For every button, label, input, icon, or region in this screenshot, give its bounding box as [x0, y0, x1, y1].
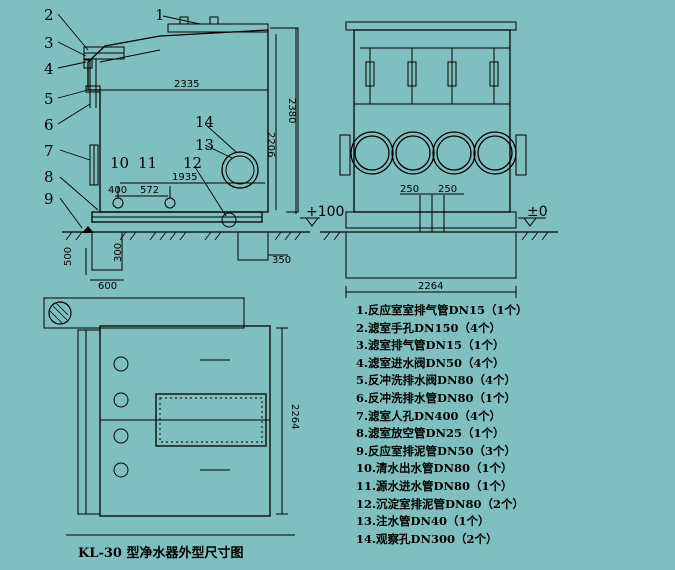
legend-list: 1.反应室室排气管DN15（1个） 2.滤室手孔DN150（4个） 3.滤室排气…: [356, 302, 528, 548]
dim-2335: 2335: [174, 79, 199, 90]
legend-item: 12.沉淀室排泥管DN80（2个）: [356, 496, 524, 511]
legend-item: 2.滤室手孔DN150（4个）: [356, 320, 501, 335]
legend-item: 8.滤室放空管DN25（1个）: [356, 426, 505, 441]
legend-item: 3.滤室排气管DN15（1个）: [356, 338, 505, 353]
callout-9: 9: [44, 190, 54, 208]
callout-7: 7: [44, 142, 54, 160]
side-elevation: [320, 21, 558, 298]
legend-item: 1.反应室室排气管DN15（1个）: [356, 303, 528, 317]
drawing-caption: KL-30 型净水器外型尺寸图: [78, 546, 244, 561]
dim-350: 350: [272, 255, 291, 266]
dim-2264-plan: 2264: [289, 404, 300, 429]
legend-item: 13.注水管DN40（1个）: [356, 514, 490, 529]
legend-item: 7.滤室人孔DN400（4个）: [356, 408, 501, 423]
callout-5: 5: [44, 90, 54, 108]
dim-250-b: 250: [438, 184, 457, 195]
callout-12: 12: [183, 154, 202, 172]
callout-13: 13: [195, 136, 214, 154]
callout-8: 8: [44, 168, 54, 186]
callout-4: 4: [44, 60, 54, 78]
dim-300: 300: [113, 243, 124, 262]
dim-572: 572: [140, 185, 159, 196]
dim-2380: 2380: [286, 98, 297, 123]
elevation-zero: ±0: [527, 204, 548, 220]
callout-2: 2: [44, 6, 54, 24]
legend-item: 10.清水出水管DN80（1个）: [356, 461, 513, 476]
callout-11: 11: [138, 154, 157, 172]
callout-10: 10: [110, 154, 129, 172]
dim-250-a: 250: [400, 184, 419, 195]
callout-3: 3: [44, 34, 54, 52]
callout-1: 1: [155, 6, 165, 24]
dim-500: 500: [63, 247, 74, 266]
front-elevation: [57, 13, 320, 281]
legend-item: 6.反冲洗排水管DN80（1个）: [356, 390, 516, 405]
dim-400: 400: [108, 185, 127, 196]
dim-600: 600: [98, 281, 117, 292]
elevation-plus-100: +100: [306, 204, 344, 220]
plan-view: [43, 297, 295, 536]
callout-6: 6: [44, 116, 54, 134]
legend-item: 5.反冲洗排水阀DN80（4个）: [356, 373, 516, 388]
callout-14: 14: [195, 113, 214, 131]
legend-item: 14.观察孔DN300（2个）: [356, 531, 498, 546]
legend-item: 4.滤室进水阀DN50（4个）: [356, 355, 505, 370]
dim-2264-side: 2264: [418, 281, 443, 292]
legend-item: 9.反应室排泥管DN50（3个）: [356, 443, 516, 458]
dim-1935: 1935: [172, 172, 197, 183]
legend-item: 11.源水进水管DN80（1个）: [356, 478, 513, 493]
dim-2206: 2206: [265, 132, 276, 157]
